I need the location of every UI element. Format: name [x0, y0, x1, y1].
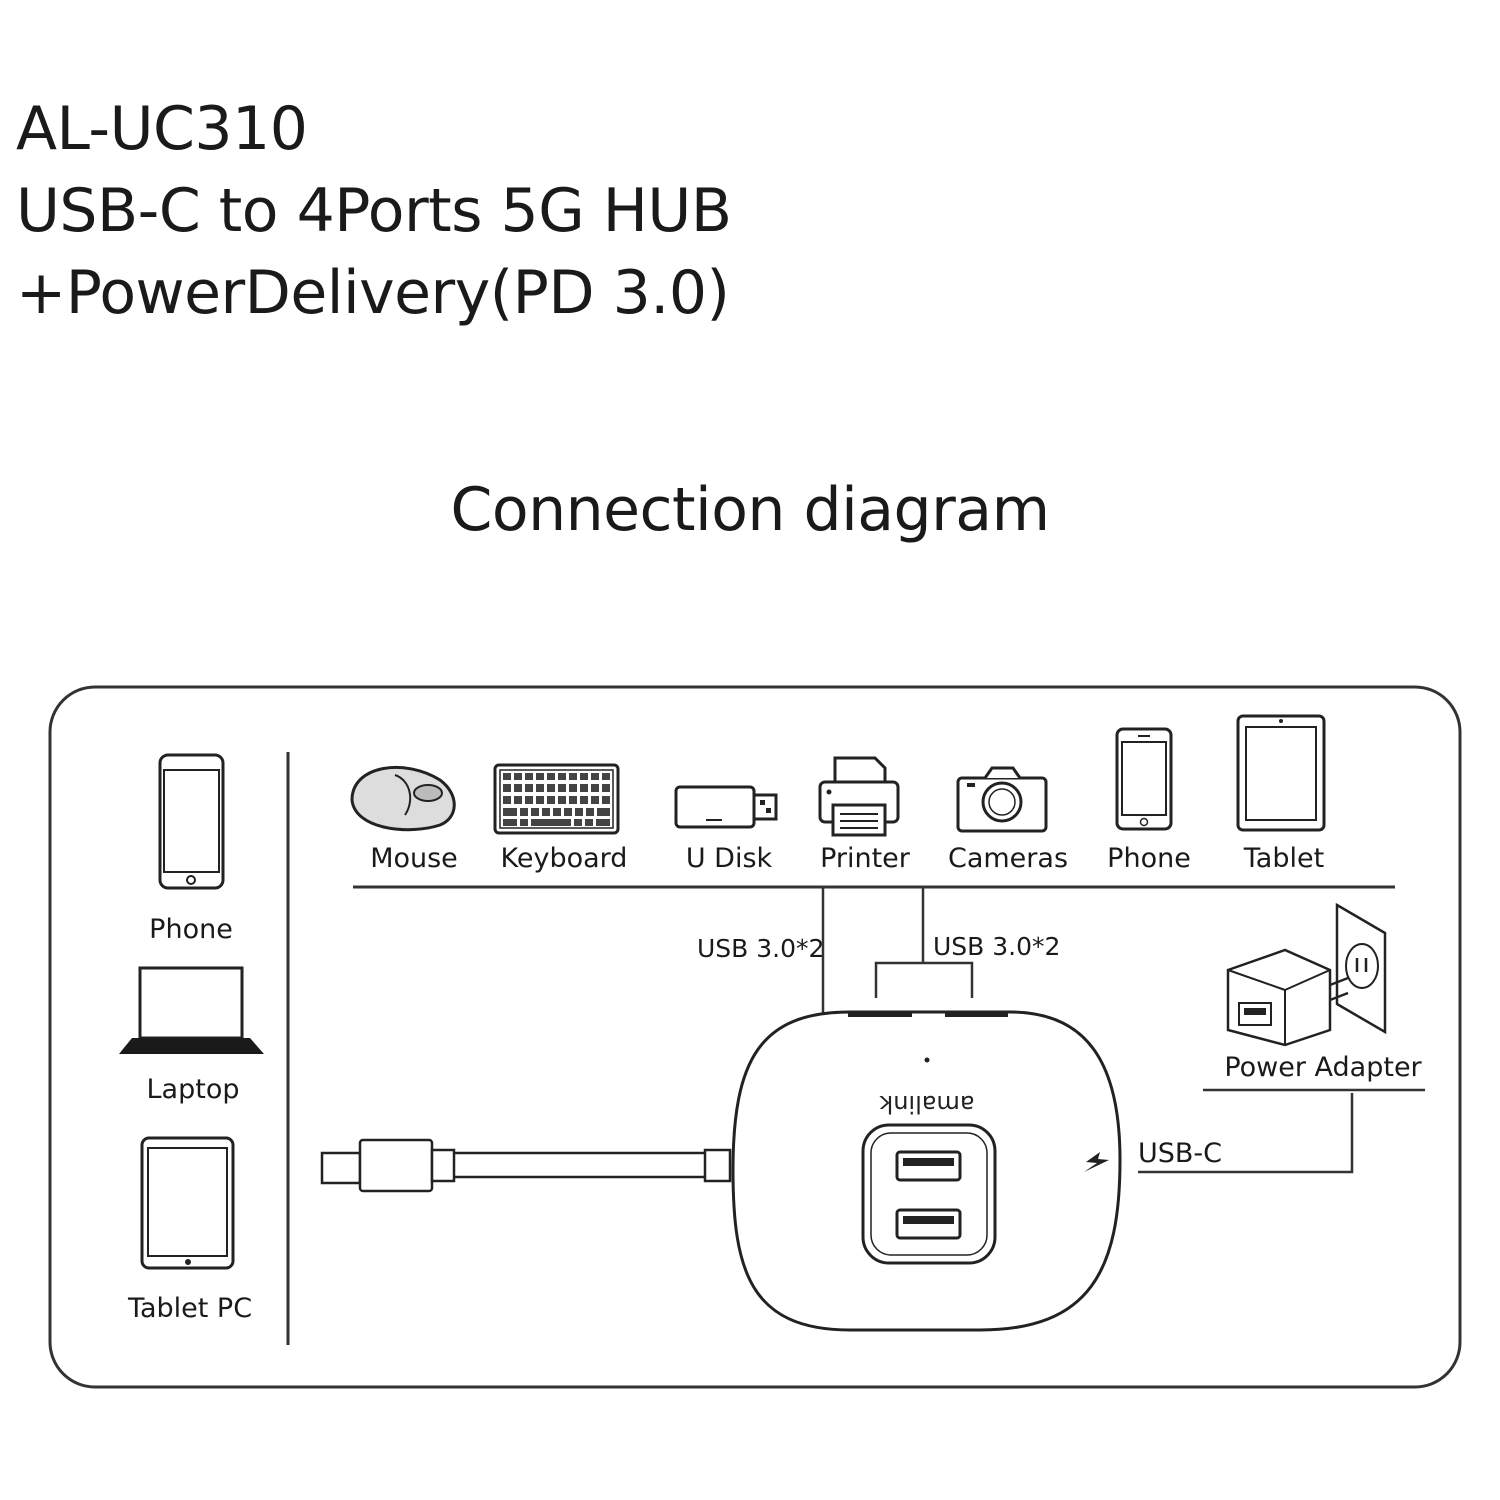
keyboard-icon — [493, 763, 620, 835]
lightning-icon — [1084, 1152, 1109, 1172]
title-block: AL-UC310 USB-C to 4Ports 5G HUB +PowerDe… — [16, 88, 732, 334]
model-title: AL-UC310 — [16, 94, 308, 164]
peripheral-label-cameras: Cameras — [948, 843, 1068, 874]
product-subtitle: +PowerDelivery(PD 3.0) — [16, 258, 730, 328]
diagram-frame — [48, 685, 1462, 1389]
camera-icon — [956, 766, 1048, 833]
power-adapter-icon — [1226, 902, 1387, 1047]
peripheral-label-tablet: Tablet — [1243, 843, 1324, 874]
host-label-laptop: Laptop — [147, 1074, 240, 1105]
host-laptop-icon — [119, 966, 264, 1054]
peripheral-label-printer: Printer — [820, 843, 911, 874]
peripheral-label-mouse: Mouse — [370, 843, 458, 874]
host-label-tablet: Tablet PC — [127, 1293, 252, 1324]
tablet-icon — [1236, 714, 1326, 832]
power-adapter-label: Power Adapter — [1224, 1052, 1422, 1083]
mouse-icon — [350, 766, 456, 832]
peripheral-label-keyboard: Keyboard — [501, 843, 628, 874]
port-label-usbc: USB-C — [1138, 1138, 1222, 1169]
host-tablet-icon — [140, 1136, 235, 1270]
hub-body — [731, 1010, 1122, 1332]
port-label-right: USB 3.0*2 — [933, 932, 1060, 961]
host-phone-icon — [158, 753, 225, 890]
usb-c-cable — [320, 1138, 732, 1193]
diagram-heading: Connection diagram — [450, 475, 1050, 545]
peripheral-label-udisk: U Disk — [686, 843, 773, 874]
product-title: USB-C to 4Ports 5G HUB — [16, 176, 732, 246]
hub-brand-label: amalink — [879, 1090, 974, 1118]
printer-icon — [818, 756, 900, 837]
peripheral-label-phone: Phone — [1107, 843, 1191, 874]
usb-drive-icon — [674, 785, 778, 829]
phone-icon — [1115, 727, 1173, 831]
host-label-phone: Phone — [149, 914, 233, 945]
port-label-left: USB 3.0*2 — [697, 934, 824, 963]
